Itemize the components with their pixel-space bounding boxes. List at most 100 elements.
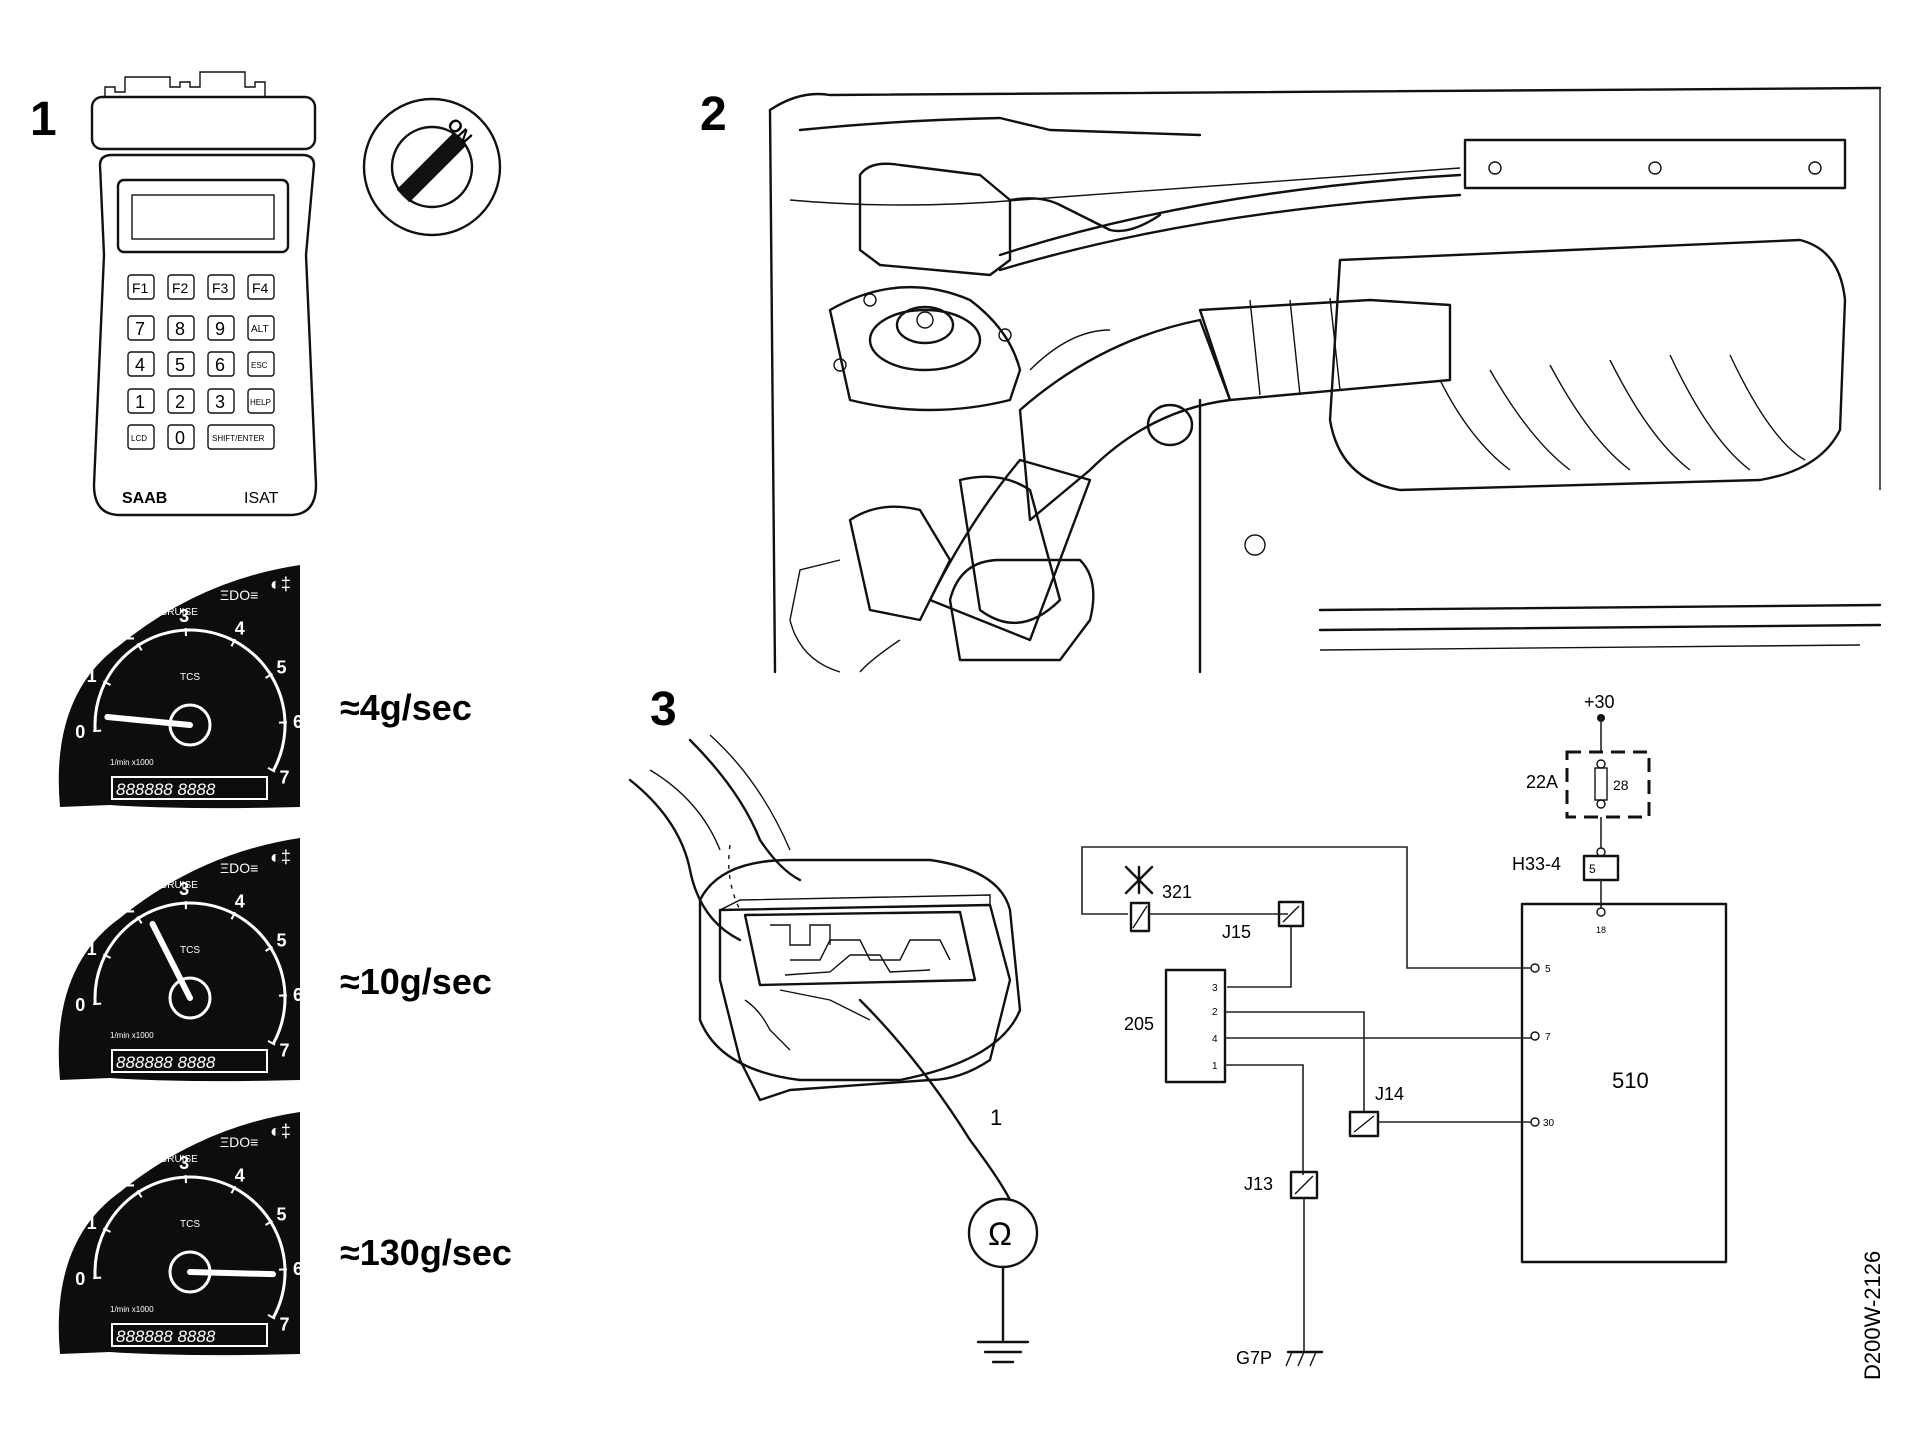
gauge-unit-label: 1/min x1000 <box>110 758 154 767</box>
ecu-510 <box>1520 902 1728 1264</box>
gauge-tick <box>136 643 143 651</box>
gauge-arc <box>93 901 287 1045</box>
svg-text:321: 321 <box>1162 882 1192 902</box>
svg-text:7: 7 <box>135 319 145 339</box>
key-row-bottom: LCD 0 SHIFT/ENTER <box>127 424 275 450</box>
engine-bay-illustration <box>768 86 1882 674</box>
svg-text:LCD: LCD <box>131 434 147 443</box>
svg-text:4: 4 <box>135 355 145 375</box>
gauge-tick <box>136 916 143 924</box>
odometer-text: 888888 8888 <box>116 1053 216 1072</box>
gauge-tick <box>265 1219 273 1226</box>
ohmmeter-omega: Ω <box>988 1216 1012 1252</box>
svg-text:HELP: HELP <box>250 398 271 407</box>
svg-text:J14: J14 <box>1375 1084 1404 1104</box>
gauge-tick <box>265 672 273 679</box>
gauge-arc <box>93 628 287 772</box>
flow-label-2000rpm: ≈10g/sec <box>340 961 492 1002</box>
gauge-scale-label: 2 <box>125 623 135 643</box>
svg-text:205: 205 <box>1124 1014 1154 1034</box>
svg-text:1: 1 <box>135 392 145 412</box>
gauge-tick <box>267 766 276 773</box>
odometer-display <box>111 776 268 800</box>
gauge-scale-label: 0 <box>75 1269 85 1289</box>
gauge-scale-label: 2 <box>125 1170 135 1190</box>
gauge-tick <box>93 729 102 733</box>
flow-label-6000rpm: ≈130g/sec <box>340 1232 512 1273</box>
gauge-cruise-label: CRUISE <box>160 1154 198 1165</box>
svg-text:8: 8 <box>175 319 185 339</box>
ecu-label: 510 <box>1612 1068 1649 1093</box>
svg-text:2: 2 <box>175 392 185 412</box>
gauge-tcs-label: TCS <box>180 945 200 956</box>
component-205 <box>1164 968 1227 1084</box>
key-row-789: 7 8 9 ALT <box>127 315 275 341</box>
svg-text:9: 9 <box>215 319 225 339</box>
gauge-cruise-label: CRUISE <box>160 607 198 618</box>
wiring-schematic: +30 22A 28 H33-4 5 18 510 5 7 30 32 <box>1081 692 1728 1368</box>
gauge-tick <box>265 945 273 952</box>
gauge-tick <box>136 1190 143 1198</box>
headlight-icon: ◐‡ <box>270 1121 291 1141</box>
figure-code: D200W-2126 <box>1860 1251 1885 1380</box>
gauge-hub <box>168 976 212 1020</box>
svg-text:4: 4 <box>1212 1034 1218 1045</box>
fuse-box-22a <box>1565 750 1651 819</box>
gauge-tick <box>230 911 237 920</box>
junction-j14 <box>1348 1110 1380 1138</box>
svg-text:18: 18 <box>1596 925 1606 935</box>
fog-light-icon: ΞDO≡ <box>220 1134 258 1150</box>
gauge-scale-label: 4 <box>235 892 245 912</box>
svg-text:F2: F2 <box>172 280 189 296</box>
ground-g7p-label: G7P <box>1236 1348 1272 1368</box>
svg-text:5: 5 <box>1545 964 1551 975</box>
svg-text:J15: J15 <box>1222 922 1251 942</box>
svg-text:1: 1 <box>1212 1061 1218 1072</box>
gauge-scale-label: 6 <box>293 712 303 732</box>
odometer-display <box>111 1323 268 1347</box>
isat-model: ISAT <box>244 490 279 507</box>
gauge-scale-label: 3 <box>179 879 189 899</box>
gauge-scale-label: 7 <box>280 768 290 788</box>
gauge-tick <box>93 1276 102 1280</box>
gauge-panel <box>58 1112 300 1356</box>
svg-text:7: 7 <box>1545 1032 1551 1043</box>
gauge-needle <box>149 920 193 1001</box>
gauge-tick <box>267 1313 276 1320</box>
gauge-tick <box>102 680 111 686</box>
key-row-456: 4 5 6 ESC <box>127 351 275 377</box>
gauge-tick <box>230 638 237 647</box>
gauge-scale-label: 6 <box>293 985 303 1005</box>
svg-text:J13: J13 <box>1244 1174 1273 1194</box>
gauge-scale-label: 4 <box>235 1166 245 1186</box>
svg-text:F4: F4 <box>252 280 269 296</box>
key-row-123: 1 2 3 HELP <box>127 388 275 414</box>
gauge-tcs-label: TCS <box>180 672 200 683</box>
svg-text:ALT: ALT <box>251 324 269 335</box>
gauge-hub <box>168 703 212 747</box>
svg-text:F3: F3 <box>212 280 229 296</box>
gauge-panel <box>58 838 300 1082</box>
gauge-hub <box>168 1250 212 1294</box>
gauge-scale-label: 5 <box>277 930 287 950</box>
maf-connector-illustration: 1 Ω <box>628 734 1039 1364</box>
gauge-scale-label: 0 <box>75 722 85 742</box>
gauge-scale-label: 5 <box>277 657 287 677</box>
odometer-text: 888888 8888 <box>116 780 216 799</box>
svg-text:F1: F1 <box>132 280 149 296</box>
gauge-scale-label: 1 <box>87 939 97 959</box>
fuse-box-label: 22A <box>1526 772 1558 792</box>
isat-keypad: F1 F2 F3 F4 7 8 9 ALT 4 5 6 ESC 1 2 3 <box>127 274 275 450</box>
gauge-scale-label: 0 <box>75 995 85 1015</box>
ground-symbol <box>976 1340 1030 1364</box>
connector-h33-label: H33-4 <box>1512 854 1561 874</box>
fog-light-icon: ΞDO≡ <box>220 587 258 603</box>
gauge-unit-label: 1/min x1000 <box>110 1305 154 1314</box>
svg-text:3: 3 <box>1212 983 1218 994</box>
headlight-icon: ◐‡ <box>270 847 291 867</box>
svg-text:6: 6 <box>215 355 225 375</box>
supply-label: +30 <box>1584 692 1615 712</box>
